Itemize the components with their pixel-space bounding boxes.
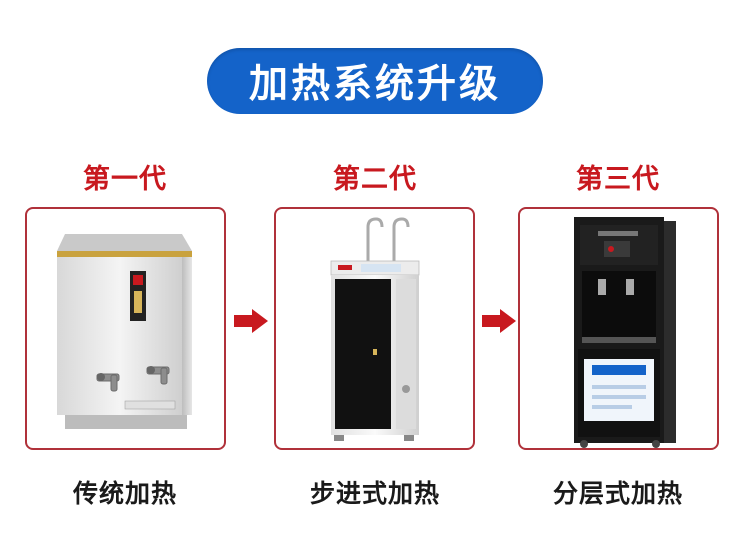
traditional-boiler-image [57, 234, 192, 429]
arrow-right-icon [234, 309, 268, 333]
stepped-heating-dispenser-image [330, 217, 420, 441]
generation-2-caption: 步进式加热 [309, 479, 440, 508]
generation-2-label: 第二代 [333, 164, 417, 195]
layered-heating-dispenser-image [574, 217, 676, 448]
generation-1-caption: 传统加热 [72, 479, 177, 508]
generation-3-label: 第三代 [576, 164, 660, 195]
generation-1-card [25, 207, 226, 450]
generation-3-card [518, 207, 719, 450]
generation-1-label: 第一代 [83, 164, 167, 195]
title-banner: 加热系统升级 [207, 48, 543, 114]
generation-2-card [274, 207, 475, 450]
arrow-right-icon [482, 309, 516, 333]
page-title: 加热系统升级 [248, 62, 501, 107]
generation-3-caption: 分层式加热 [552, 479, 683, 508]
